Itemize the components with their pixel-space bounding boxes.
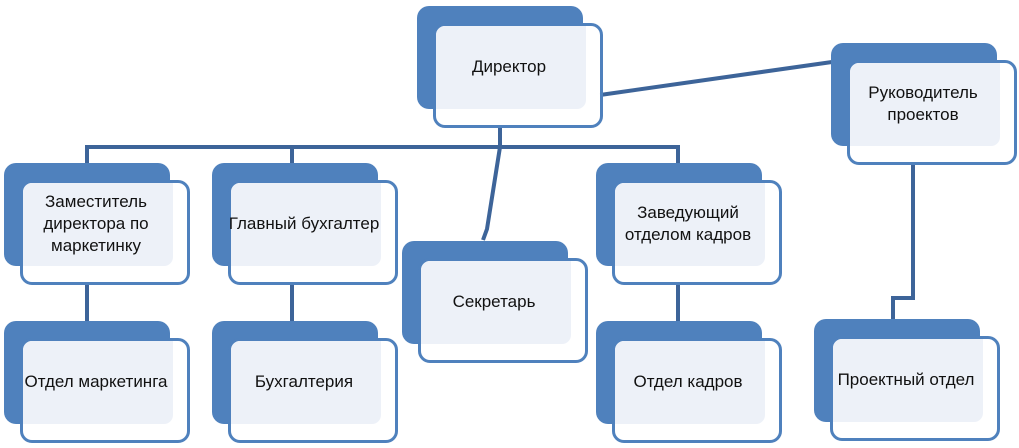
- node-label: Руководитель проектов: [868, 83, 978, 124]
- node-label: Отдел маркетинга: [24, 372, 168, 391]
- connector-director-project-manager: [599, 60, 833, 97]
- node-chief-accountant[interactable]: Главный бухгалтер: [212, 163, 398, 285]
- node-label: Проектный отдел: [837, 370, 975, 389]
- node-deputy-marketing[interactable]: Заместитель директора по маркетинку: [4, 163, 190, 285]
- node-secretary[interactable]: Секретарь: [402, 241, 588, 363]
- node-label: Секретарь: [452, 292, 536, 311]
- node-accounting[interactable]: Бухгалтерия: [212, 321, 398, 443]
- node-director[interactable]: Директор: [417, 6, 603, 128]
- connector-pm-project-dept: [891, 165, 915, 320]
- node-project-dept[interactable]: Проектный отдел: [814, 319, 1000, 441]
- node-hr-head[interactable]: Заведующий отделом кадров: [596, 163, 782, 285]
- node-hr-dept[interactable]: Отдел кадров: [596, 321, 782, 443]
- node-marketing-dept[interactable]: Отдел маркетинга: [4, 321, 190, 443]
- node-label: Отдел кадров: [633, 372, 743, 391]
- connector-director-secretary: [481, 146, 502, 241]
- node-label: Главный бухгалтер: [228, 214, 380, 233]
- node-label: Директор: [471, 57, 547, 76]
- node-label: Заведующий отделом кадров: [624, 203, 752, 244]
- node-label: Бухгалтерия: [254, 372, 354, 391]
- node-project-manager[interactable]: Руководитель проектов: [831, 43, 1017, 165]
- connector-hierarchy-bar: [85, 145, 680, 165]
- node-label: Заместитель директора по маркетинку: [43, 192, 149, 255]
